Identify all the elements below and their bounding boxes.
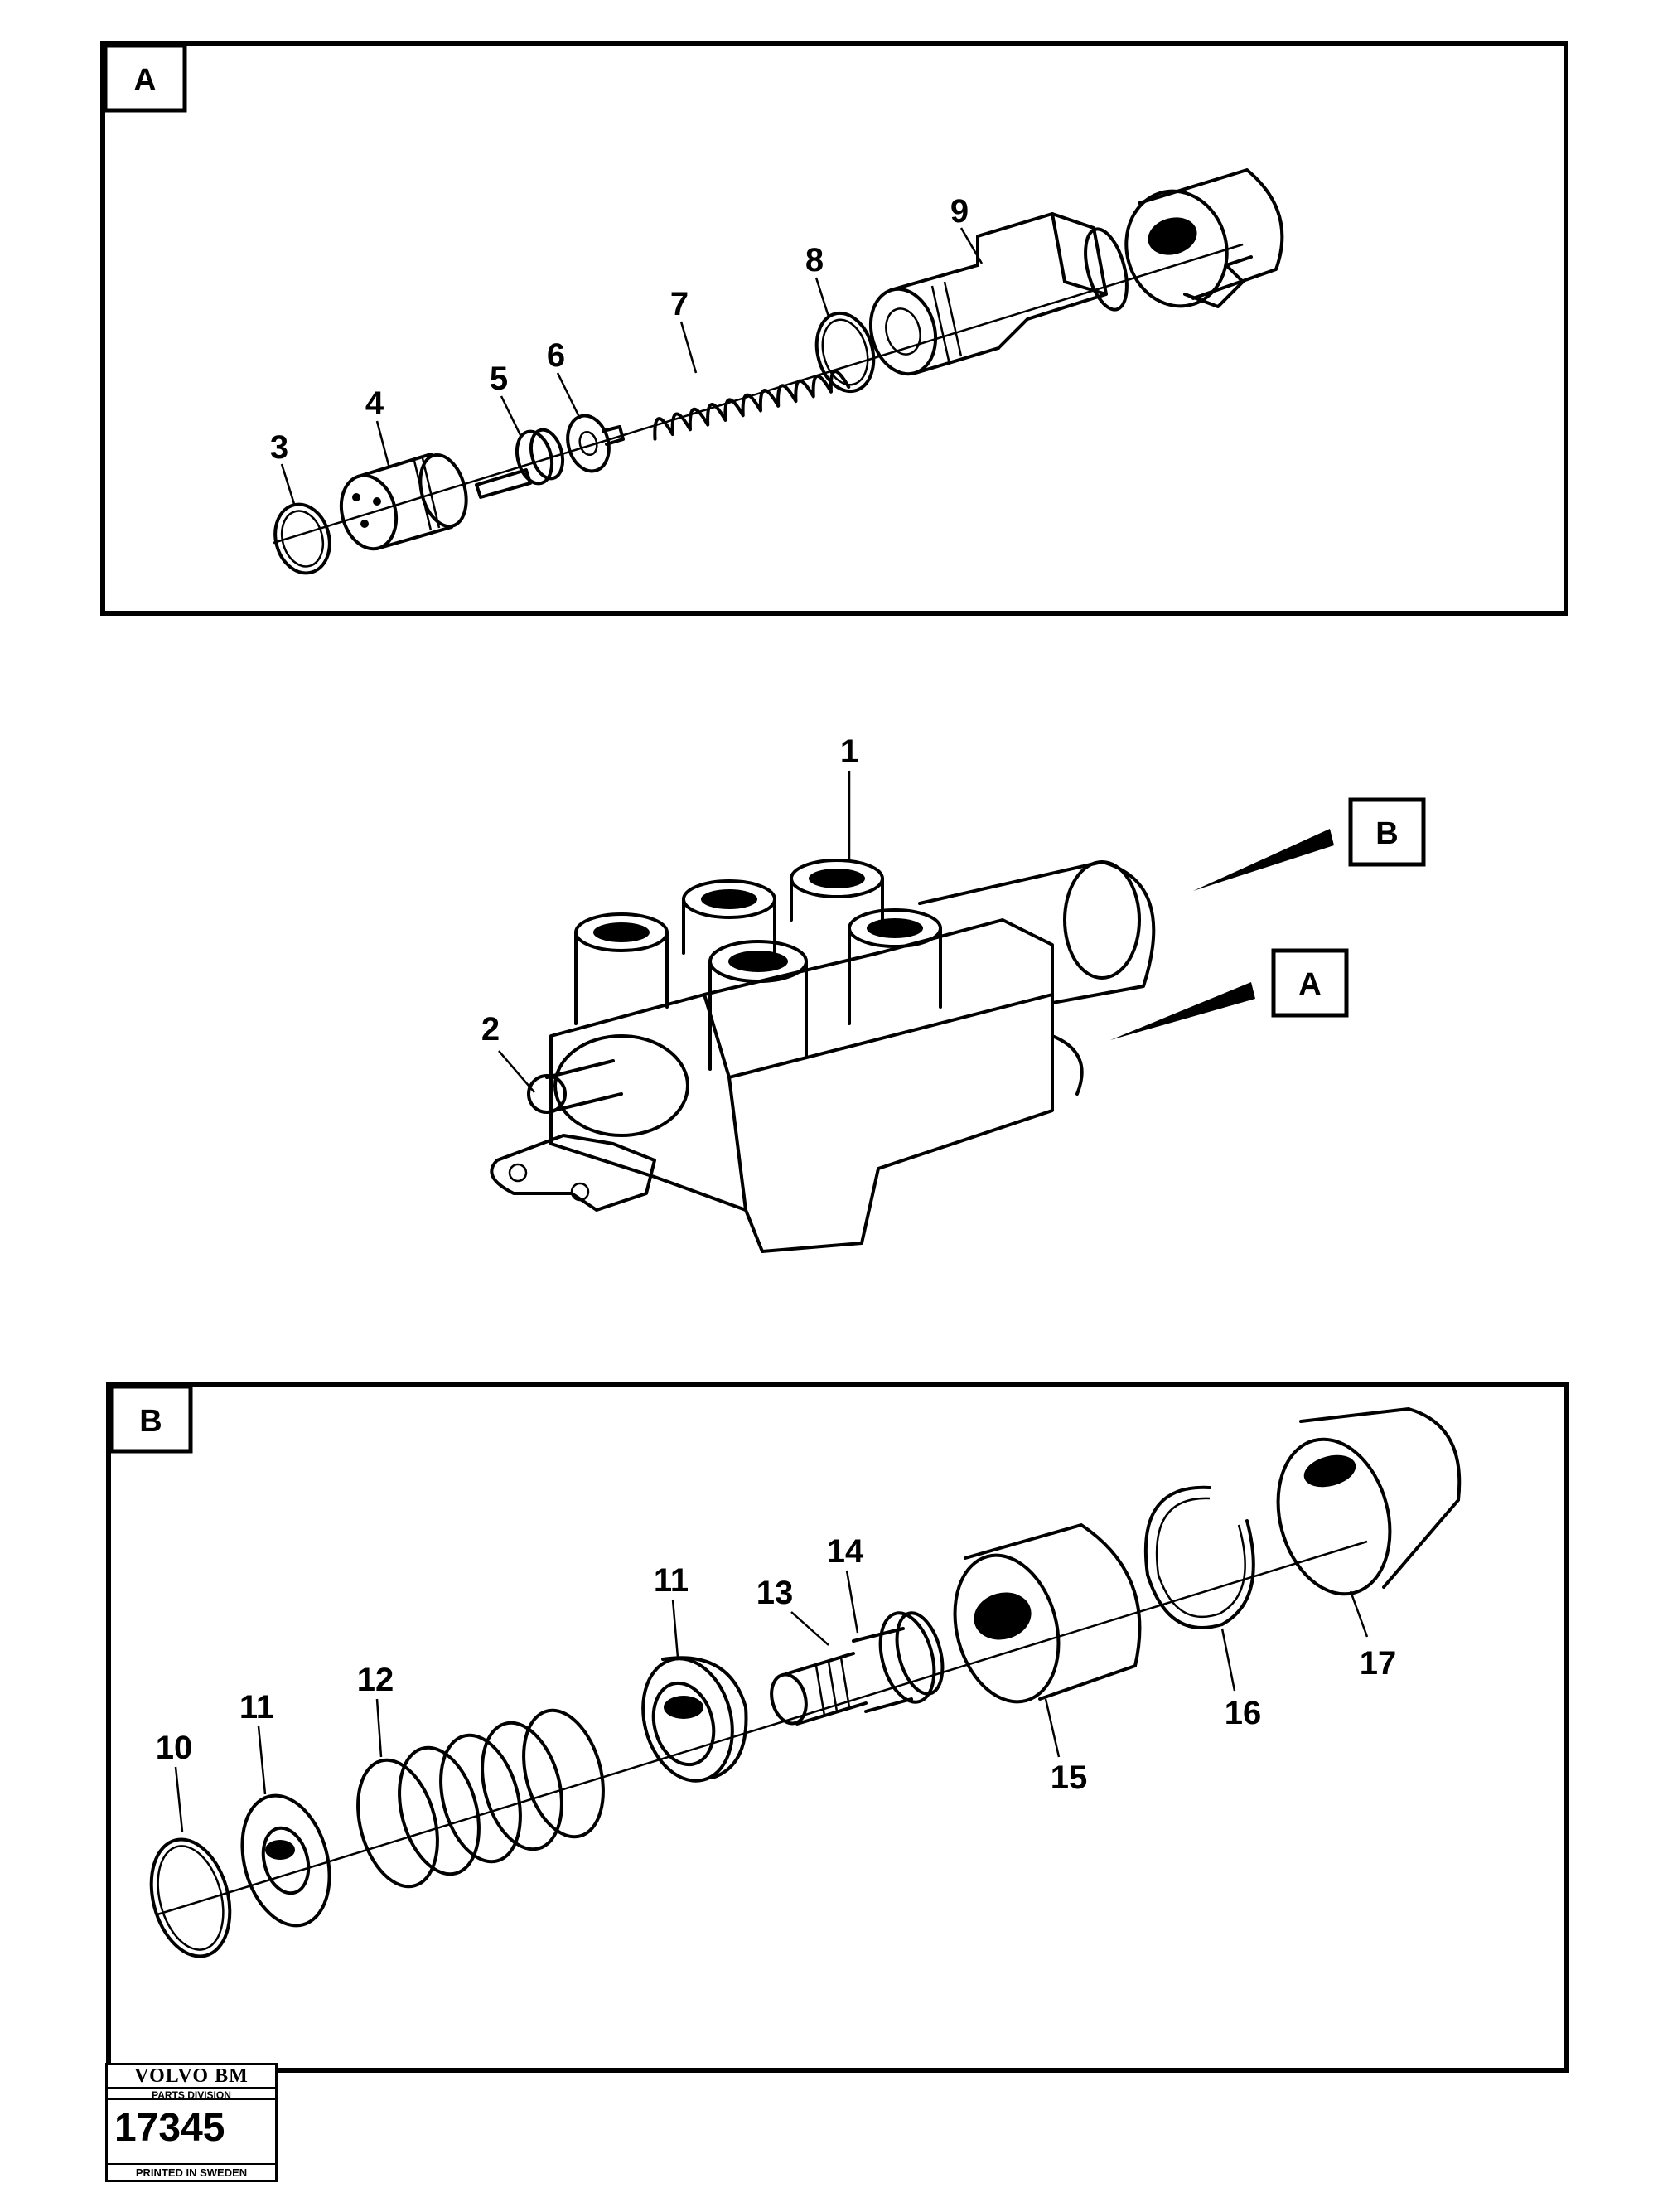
callout-11b: 11 [654,1562,689,1658]
valve-housing-view: B A 1 2 [481,733,1426,1253]
svg-text:10: 10 [156,1730,193,1766]
part-13-14-stud [770,1611,945,1726]
port-boss-3 [790,859,884,922]
svg-text:17: 17 [1360,1645,1397,1682]
part-12-spring [356,1708,605,1889]
ref-arrow-a [1110,982,1255,1040]
ref-box-a [1271,948,1349,1018]
svg-text:1: 1 [840,733,858,770]
division-label: PARTS DIVISION [108,2087,275,2101]
part-6-seat [566,414,625,473]
svg-text:15: 15 [1051,1759,1088,1796]
brand-label: VOLVO BM [134,2065,249,2087]
svg-text:12: 12 [357,1662,394,1698]
svg-text:6: 6 [547,337,565,374]
svg-text:14: 14 [827,1533,864,1570]
callout-6: 6 [547,337,582,419]
callout-8: 8 [805,242,830,317]
callout-4: 4 [365,385,391,469]
callout-1: 1 [840,733,858,862]
callout-12: 12 [357,1662,394,1758]
ref-label-b: B [1375,816,1398,851]
svg-text:4: 4 [365,385,384,422]
panel-a-tag: A [133,63,156,98]
callout-17: 17 [1349,1590,1397,1682]
part-10-o-ring [149,1837,232,1958]
ref-arrow-b [1193,829,1334,891]
part-17-boot [1276,1407,1462,1596]
callout-7: 7 [670,286,698,374]
callout-13: 13 [756,1575,829,1646]
printed-label: PRINTED IN SWEDEN [108,2163,275,2180]
protective-cap-a [1124,168,1284,308]
title-block: VOLVO BM PARTS DIVISION 17345 PRINTED IN… [105,2063,278,2182]
port-boss-5 [848,908,942,1025]
port-boss-2 [682,879,776,955]
svg-text:3: 3 [270,429,288,466]
callout-11a: 11 [239,1689,274,1795]
spool-2 [490,1034,689,1212]
port-boss-1 [574,912,669,1025]
part-15-sleeve [953,1523,1142,1704]
svg-text:16: 16 [1225,1695,1262,1731]
svg-text:11: 11 [654,1562,689,1599]
callout-14: 14 [827,1533,864,1634]
callout-15: 15 [1044,1698,1088,1796]
port-boss-4 [708,940,808,1071]
part-7-spring [653,370,851,441]
part-8-o-ring [814,311,876,394]
part-5-poppet [475,428,565,499]
ref-label-a: A [1298,967,1321,1002]
part-11-washer [240,1793,331,1928]
svg-text:13: 13 [756,1575,794,1611]
svg-text:11: 11 [239,1689,274,1726]
svg-text:7: 7 [670,286,689,322]
part-11-spring-cup [641,1656,748,1783]
part-16-snap-ring [1143,1485,1255,1629]
detail-panel-b: B [106,1382,1569,2073]
part-9-fitting [868,212,1129,376]
detail-panel-a: A [100,41,1568,616]
part-3-o-ring [273,502,331,575]
part-4-plug [339,453,468,551]
svg-text:5: 5 [490,361,508,397]
svg-text:2: 2 [481,1011,500,1048]
callout-5: 5 [490,361,522,436]
callout-3: 3 [270,429,296,505]
panel-b-tag: B [139,1404,162,1439]
svg-text:8: 8 [805,242,824,278]
callout-16: 16 [1220,1628,1262,1731]
callout-9: 9 [950,193,984,264]
callout-10: 10 [156,1730,193,1832]
ref-box-b [1348,797,1426,867]
svg-text:9: 9 [950,193,969,230]
callout-2: 2 [481,1011,535,1093]
drawing-number: 17345 [114,2106,225,2150]
